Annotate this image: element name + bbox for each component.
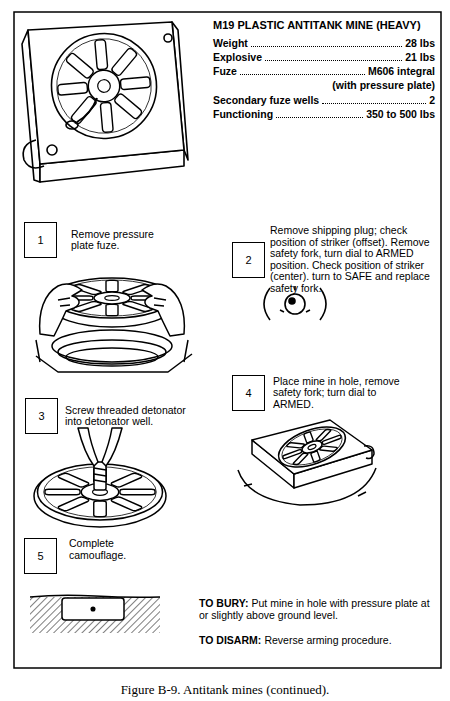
fuze-removal-drawing [36,298,70,362]
spec-value: M606 integral [368,65,435,78]
fuze-removal-drawing [142,284,184,336]
fuze-removal-drawing [36,278,192,372]
mine-drawing [77,98,97,122]
spec-row: Explosive 21 lbs [213,51,435,64]
fuze-removal-drawing [66,348,158,366]
spec-value: Explosive [213,51,262,64]
step-item: 3 Screw threaded detonator into detonator… [25,398,205,434]
step-number: 1 [24,222,57,258]
step-instruction: Screw threaded detonator into detonator … [65,405,205,428]
step-instruction: Place mine in hole, remove safety fork; … [273,376,418,411]
spec-row: (with pressure plate) [213,79,435,92]
dot-leader [276,117,363,118]
striker-drawing [285,294,305,314]
note-text: Reverse arming procedure. [264,634,391,646]
mine-drawing [47,29,161,143]
dot-leader [251,46,402,47]
mine-drawing [164,34,172,42]
mine-in-hole-drawing [252,420,372,474]
camouflage-drawing [62,598,124,620]
instruction-note: TO DISARM:Reverse arming procedure. [199,634,435,646]
spec-value: Fuze [213,65,237,78]
spec-value: Functioning [213,108,273,121]
spec-value: (with pressure plate) [332,79,435,92]
striker-drawing [289,298,295,304]
step-item: 5 Complete camouflage. [24,538,141,574]
spec-value: 2 [429,94,435,107]
striker-drawing [264,288,270,320]
step-instruction: Remove pressure plate fuze. [71,229,166,252]
detonator-drawing [78,428,98,466]
detonator-drawing [94,468,106,482]
camouflage-drawing [30,597,160,633]
detonator-drawing [34,465,166,527]
spec-row: Secondary fuze wells 2 [213,94,435,107]
step-item: 4Place mine in hole, remove safety fork;… [232,375,418,411]
spec-value: 350 to 500 lbs [366,108,435,121]
detonator-drawing [34,428,166,527]
spec-value: 28 lbs [405,37,435,50]
camouflage-drawing [91,607,95,611]
step-number: 3 [25,398,58,434]
fuze-removal-drawing [154,298,188,362]
dot-leader [240,74,365,75]
detonator-drawing [102,428,122,466]
step-number: 5 [24,538,57,574]
spec-row: Functioning 350 to 500 lbs [213,108,435,121]
dot-leader [265,60,402,61]
spec-value: Secondary fuze wells [213,94,319,107]
spec-row: Weight 28 lbs [213,37,435,50]
fuze-removal-drawing [52,330,172,362]
step-item: 2Remove shipping plug; check position of… [232,225,434,294]
camouflage-drawing [30,595,160,597]
spec-value: 21 lbs [405,51,435,64]
figure-caption: Figure B-9. Antitank mines (continued). [0,682,450,698]
step-instruction: Remove shipping plug; check position of … [270,225,434,294]
camouflage-drawing [30,595,160,633]
step-number: 2 [232,242,265,278]
mine-drawing [23,140,44,168]
dot-leader [322,103,426,104]
detonator-drawing [94,462,106,490]
note-heading: TO DISARM: [199,634,261,646]
spec-value: Weight [213,37,248,50]
fuze-removal-drawing [40,284,82,336]
step-instruction: Complete camouflage. [69,538,141,561]
mine-in-hole-drawing [273,419,350,475]
note-heading: TO BURY: [199,597,248,609]
mine-drawing [47,145,57,155]
step-number: 4 [232,375,265,411]
mine-drawing [66,121,78,129]
mine-drawing [28,22,184,164]
instruction-note: TO BURY:Put mine in hole with pressure p… [199,597,435,621]
mine-drawing [22,22,188,182]
mine-title: M19 PLASTIC ANTITANK MINE (HEAVY) [213,19,421,31]
step-item: 1 Remove pressure plate fuze. [24,222,166,258]
spec-row: Fuze M606 integral [213,65,435,78]
mine-in-hole-drawing [244,484,366,496]
page-frame [14,12,441,668]
mine-in-hole-drawing [238,419,376,505]
mine-in-hole-drawing [364,446,374,459]
